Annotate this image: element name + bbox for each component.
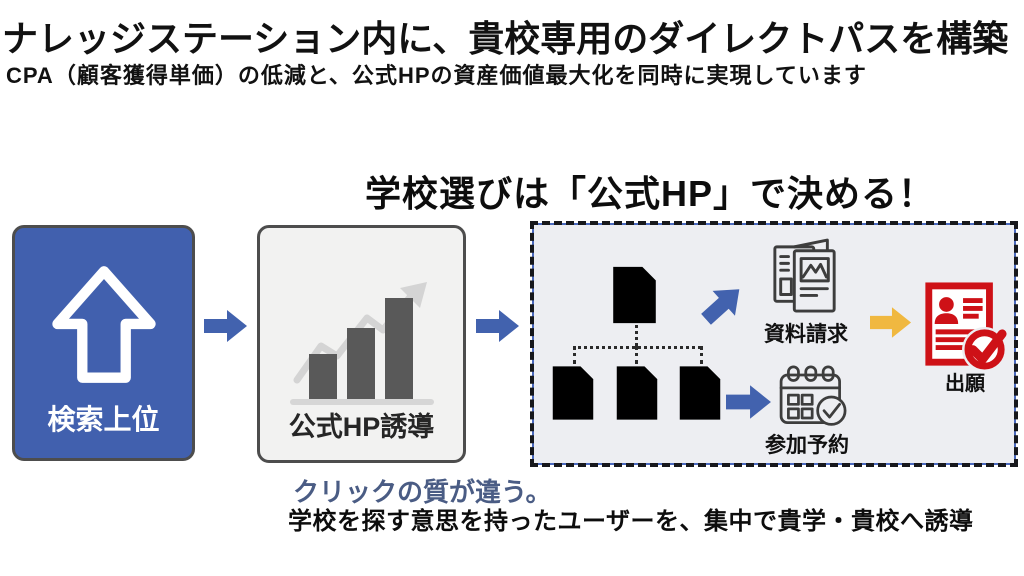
step-hp-label: 公式HP誘導 [288,412,435,442]
flow-arrow-icon [693,274,753,333]
outcome-reservation-label: 参加予約 [765,434,849,457]
page-subtitle: CPA（顧客獲得単価）の低減と、公式HPの資産価値最大化を同時に実現しています [6,63,867,88]
calendar-check-icon [774,365,854,429]
conversion-panel: 資料請求 [530,221,1018,467]
step-search-ranking-card: 検索上位 [12,225,195,461]
document-blue-icon [677,364,723,422]
step-official-hp-card: 公式HP誘導 [257,225,466,463]
footer-note: 学校を探す意思を持ったユーザーを、集中で貴学・貴校へ誘導 [288,508,974,535]
bar-chart-growth-icon [287,280,437,406]
step-search-label: 検索上位 [47,404,160,435]
tree-connector [635,325,638,346]
section-headline: 学校選びは「公式HP」で決める！ [364,173,935,214]
flow-arrow-icon [476,307,520,345]
document-cream-icon [614,364,660,422]
outcome-brochure-label: 資料請求 [764,323,848,346]
tree-connector [573,346,576,364]
tree-connector [635,346,638,364]
flow-arrow-icon [726,383,772,421]
final-application-label: 出願 [945,373,985,395]
up-arrow-icon [46,264,162,386]
document-blue-icon [550,364,596,422]
application-check-icon [920,281,1010,371]
tree-connector [700,346,703,364]
footer-emphasis: クリックの質が違う。 [293,477,552,507]
flow-arrow-icon [204,307,248,345]
brochure-icon [770,237,840,317]
page-title: ナレッジステーション内に、貴校専用のダイレクトパスを構築 [2,18,1009,59]
flow-arrow-yellow-icon [870,304,912,341]
document-icon [610,265,659,325]
